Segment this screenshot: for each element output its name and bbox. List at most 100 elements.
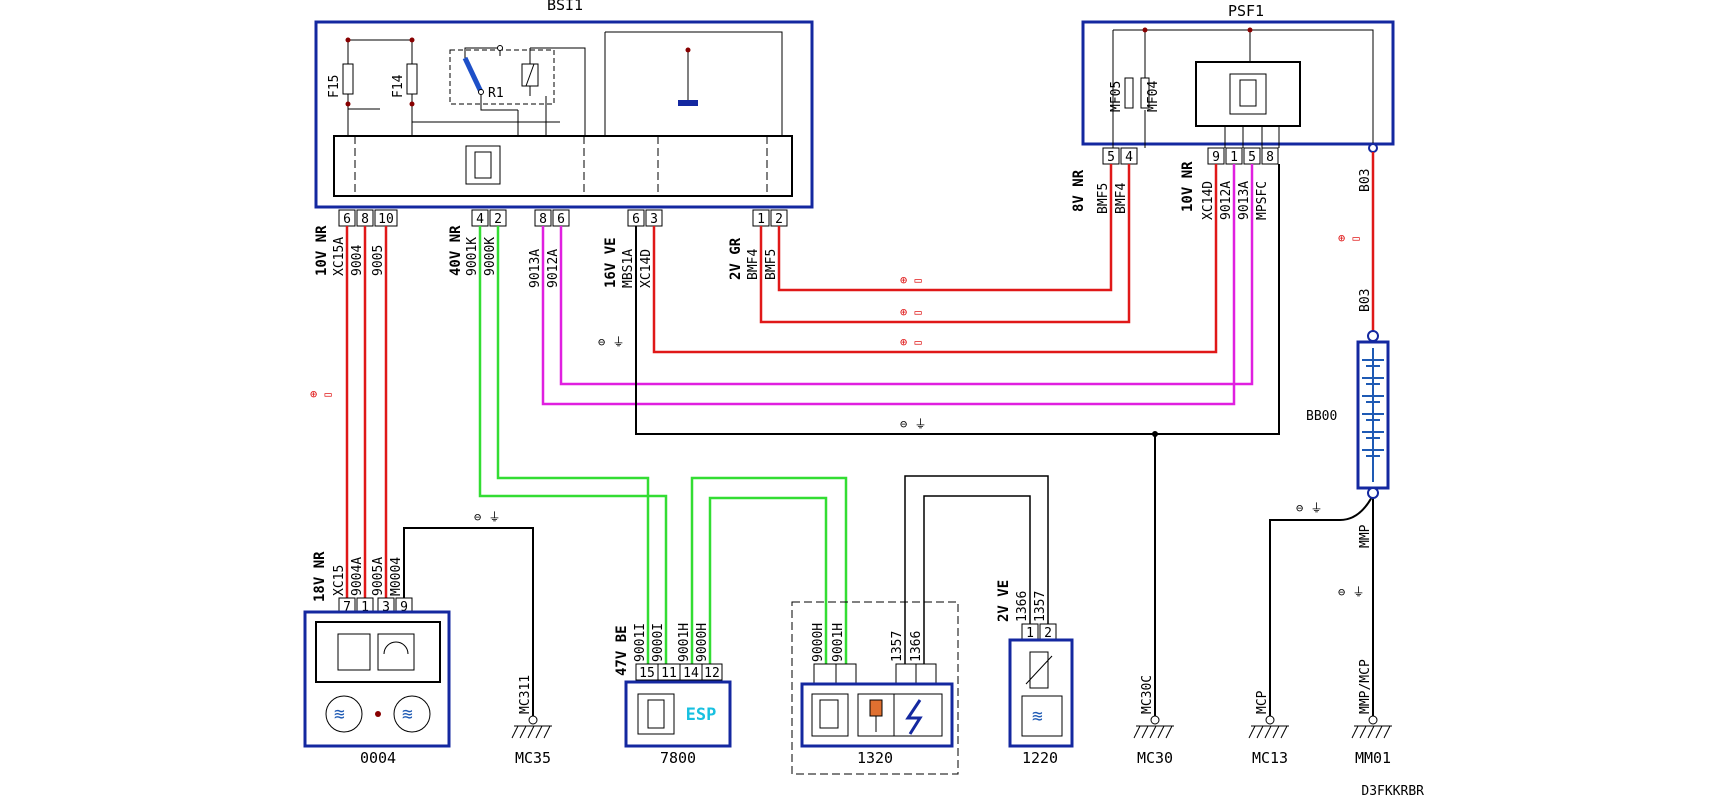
psf-wire-labels: 8V NR BMF5 BMF4 10V NR XC14D 9012A 9013A… — [1071, 161, 1373, 548]
diagram-label: B03 — [1358, 169, 1373, 192]
diagram-label: 15 — [639, 666, 655, 681]
diagram-label: MBS1A — [621, 249, 636, 288]
svg-text:⊖ ⏚: ⊖ ⏚ — [1338, 585, 1364, 599]
bsi1-connector-2v: 1 2 — [752, 209, 788, 227]
component-1220: 2V VE 1366 1357 1 2 ≋ 1220 — [996, 580, 1074, 767]
diagram-label: MMP — [1358, 524, 1373, 548]
svg-text:⊖ ⏚: ⊖ ⏚ — [1296, 501, 1322, 515]
diagram-label: 9001I — [633, 623, 648, 662]
svg-text:≋: ≋ — [1032, 706, 1043, 727]
diagram-label: 9005 — [371, 245, 386, 276]
diagram-label: BMF4 — [746, 249, 761, 280]
diagram-label: F14 — [391, 74, 406, 98]
diagram-label: 6 — [343, 212, 351, 227]
diagram-label: R1 — [488, 86, 504, 101]
diagram-label: 18V NR — [312, 551, 328, 602]
fuse-mf04: MF04 — [1140, 77, 1161, 112]
battery-bb00: BB00 — [1306, 330, 1390, 499]
psf1-connector-10v: 9 1 5 8 — [1207, 147, 1279, 165]
diagram-label: 11 — [661, 666, 677, 681]
diagram-label: MC311 — [518, 675, 533, 714]
psf1-connector-8v: 5 4 — [1102, 147, 1138, 165]
diagram-label: 9013A — [1237, 181, 1252, 220]
diagram-label: 1220 — [1022, 749, 1058, 767]
diagram-label: 9000I — [651, 623, 666, 662]
bsi-wire-labels: 10V NR XC15A 9004 9005 40V NR 9001K 9000… — [314, 225, 779, 288]
fuse-mf05: MF05 — [1109, 77, 1134, 112]
diagram-label: 40V NR — [448, 225, 464, 276]
diagram-label: XC14D — [1201, 181, 1216, 220]
bsi1-title: BSI1 — [547, 0, 583, 14]
diagram-label: 1 — [361, 600, 369, 615]
diagram-label: 9012A — [546, 249, 561, 288]
diagram-label: 1 — [1026, 626, 1034, 641]
diagram-label: 8 — [361, 212, 369, 227]
diagram-label: 47V BE — [614, 625, 630, 676]
diagram-label: 9 — [400, 600, 408, 615]
diagram-label: MC30 — [1137, 749, 1173, 767]
diagram-label: 7 — [343, 600, 351, 615]
diagram-label: XC15A — [332, 237, 347, 276]
ground-mc30: MC30C MC30 — [1133, 675, 1174, 767]
diagram-label: 4 — [1125, 150, 1133, 165]
ground-mm01: MMP/MCP MM01 — [1351, 659, 1392, 767]
diagram-label: MMP/MCP — [1358, 659, 1373, 714]
psf1-title: PSF1 — [1228, 2, 1264, 20]
bsi1-unit: BSI1 F15 F14 R1 — [314, 0, 814, 227]
diagram-label: 1366 — [909, 631, 924, 662]
svg-text:⊖ ⏚: ⊖ ⏚ — [474, 510, 500, 524]
svg-text:⊕ ▭: ⊕ ▭ — [900, 305, 922, 319]
ground-mc13: MCP MC13 — [1248, 690, 1289, 767]
diagram-label: 8 — [1266, 150, 1274, 165]
diagram-label: 2V VE — [996, 580, 1012, 622]
diagram-label: 2 — [775, 212, 783, 227]
diagram-label: 6 — [632, 212, 640, 227]
polarity-markers: ⊕ ▭ ⊕ ▭ ⊕ ▭ ⊕ ▭ ⊕ ▭ ⊖ ⏚ ⊖ ⏚ ⊖ ⏚ ⊖ ⏚ ⊖ ⏚ — [310, 231, 1364, 599]
diagram-label: 9 — [1212, 150, 1220, 165]
diagram-label: 3 — [650, 212, 658, 227]
diagram-label: 1357 — [1033, 591, 1048, 622]
diagram-label: 14 — [683, 666, 699, 681]
diagram-label: XC14D — [639, 249, 654, 288]
bsi1-connector-mid: 8 6 — [534, 209, 570, 227]
diagram-label: 1 — [1230, 150, 1238, 165]
diagram-label: 9000H — [811, 623, 826, 662]
diagram-label: 2 — [494, 212, 502, 227]
diagram-label: 0004 — [360, 749, 396, 767]
diagram-label: 12 — [704, 666, 720, 681]
diagram-label: XC15 — [332, 565, 347, 596]
diagram-label: MC35 — [515, 749, 551, 767]
svg-text:⊕ ▭: ⊕ ▭ — [900, 335, 922, 349]
diagram-label: MF04 — [1146, 81, 1161, 112]
diagram-label: BMF4 — [1114, 183, 1129, 214]
wires — [345, 152, 1375, 720]
diagram-label: 5 — [1248, 150, 1256, 165]
diagram-label: 1 — [757, 212, 765, 227]
svg-text:⊕ ▭: ⊕ ▭ — [1338, 231, 1360, 245]
diagram-label: 9005A — [371, 557, 386, 596]
diagram-label: BMF5 — [764, 249, 779, 280]
psf1-unit: PSF1 MF05 MF04 5 4 9 1 5 8 — [1081, 2, 1395, 165]
diagram-label: 10 — [378, 212, 394, 227]
diagram-label: 9000K — [483, 237, 498, 276]
diagram-label: 9000H — [695, 623, 710, 662]
diagram-label: 9001H — [677, 623, 692, 662]
diagram-label: MPSFC — [1255, 181, 1270, 220]
diagram-label: MC13 — [1252, 749, 1288, 767]
diagram-code: D3FKKRBR — [1361, 784, 1424, 799]
fuse-f15: F15 — [327, 63, 354, 98]
diagram-label: 6 — [557, 212, 565, 227]
diagram-label: 1366 — [1015, 591, 1030, 622]
diagram-label: B03 — [1358, 289, 1373, 312]
diagram-label: 1357 — [890, 631, 905, 662]
diagram-label: 5 — [1107, 150, 1115, 165]
diagram-label: ESP — [686, 705, 717, 725]
diagram-label: BB00 — [1306, 409, 1337, 424]
diagram-label: 7800 — [660, 749, 696, 767]
diagram-label: 9012A — [1219, 181, 1234, 220]
diagram-label: MC30C — [1140, 675, 1155, 714]
bsi1-connector-16v: 6 3 — [627, 209, 663, 227]
ground-mc35: MC311 MC35 — [511, 675, 552, 767]
svg-text:⊖ ⏚: ⊖ ⏚ — [900, 417, 926, 431]
